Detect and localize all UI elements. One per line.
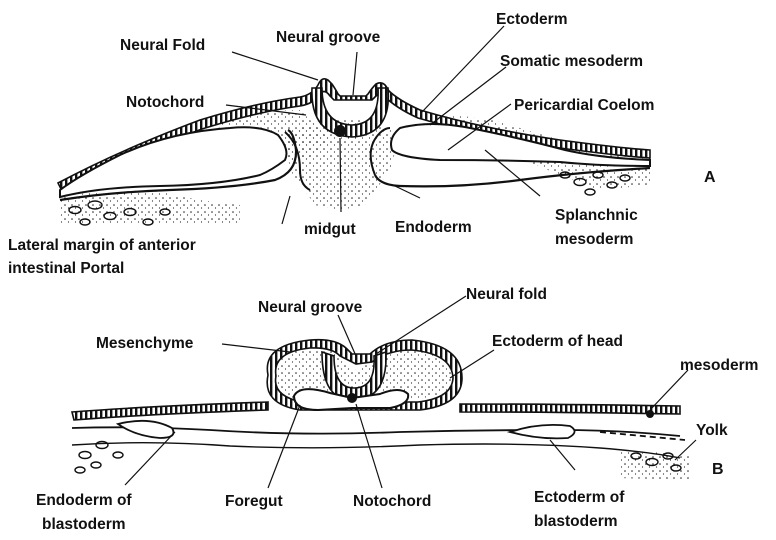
figure-b-label-mesoderm: mesoderm <box>680 357 758 374</box>
figure-b-label-endoderm-of-blastoderm-2: blastoderm <box>42 516 126 533</box>
figure-b-mesoderm-dot <box>646 410 654 418</box>
figure-b-label-neural-fold: Neural fold <box>466 286 547 303</box>
figure-b-right-cavity <box>510 425 575 439</box>
figure-b-yolk-granules-left <box>75 442 123 474</box>
figure-a-label-somatic-mesoderm: Somatic mesoderm <box>500 53 643 70</box>
figure-a-panel-letter: A <box>704 169 716 186</box>
figure-b-label-ectoderm-of-blastoderm-1: Ectoderm of <box>534 489 625 506</box>
figure-a-label-pericardial-coelom: Pericardial Coelom <box>514 97 654 114</box>
figure-a-label-splanchnic-1: Splanchnic <box>555 207 638 224</box>
figure-b: Neural groove Neural fold Mesenchyme Ect… <box>36 286 758 533</box>
figure-b-stipple-right-bottom <box>620 450 690 480</box>
figure-b-label-ectoderm-of-blastoderm-2: blastoderm <box>534 513 618 530</box>
figure-b-label-foregut: Foregut <box>225 493 283 510</box>
figure-b-label-notochord: Notochord <box>353 493 431 510</box>
figure-a-label-lateral-margin-2: intestinal Portal <box>8 260 124 277</box>
figure-b-label-mesenchyme: Mesenchyme <box>96 335 194 352</box>
figure-a-label-lateral-margin-1: Lateral margin of anterior <box>8 237 196 254</box>
figure-b-panel-letter: B <box>712 461 724 478</box>
figure-a-label-midgut: midgut <box>304 221 356 238</box>
figure-b-label-neural-groove: Neural groove <box>258 299 363 316</box>
figure-a-label-notochord: Notochord <box>126 94 204 111</box>
figure-b-left-cavity <box>118 421 174 438</box>
figure-a: Neural Fold Neural groove Ectoderm Somat… <box>8 11 716 277</box>
figure-a-label-neural-groove: Neural groove <box>276 29 381 46</box>
figure-a-label-endoderm: Endoderm <box>395 219 472 236</box>
figure-b-label-ectoderm-of-head: Ectoderm of head <box>492 333 623 350</box>
figure-a-label-splanchnic-2: mesoderm <box>555 231 633 248</box>
figure-b-label-endoderm-of-blastoderm-1: Endoderm of <box>36 492 132 509</box>
figure-a-notochord <box>334 125 346 137</box>
figure-a-label-ectoderm: Ectoderm <box>496 11 568 28</box>
figure-b-label-yolk: Yolk <box>696 422 728 439</box>
figure-b-notochord <box>347 393 357 403</box>
figure-a-left-coelom <box>60 127 286 197</box>
figure-a-label-neural-fold: Neural Fold <box>120 37 205 54</box>
